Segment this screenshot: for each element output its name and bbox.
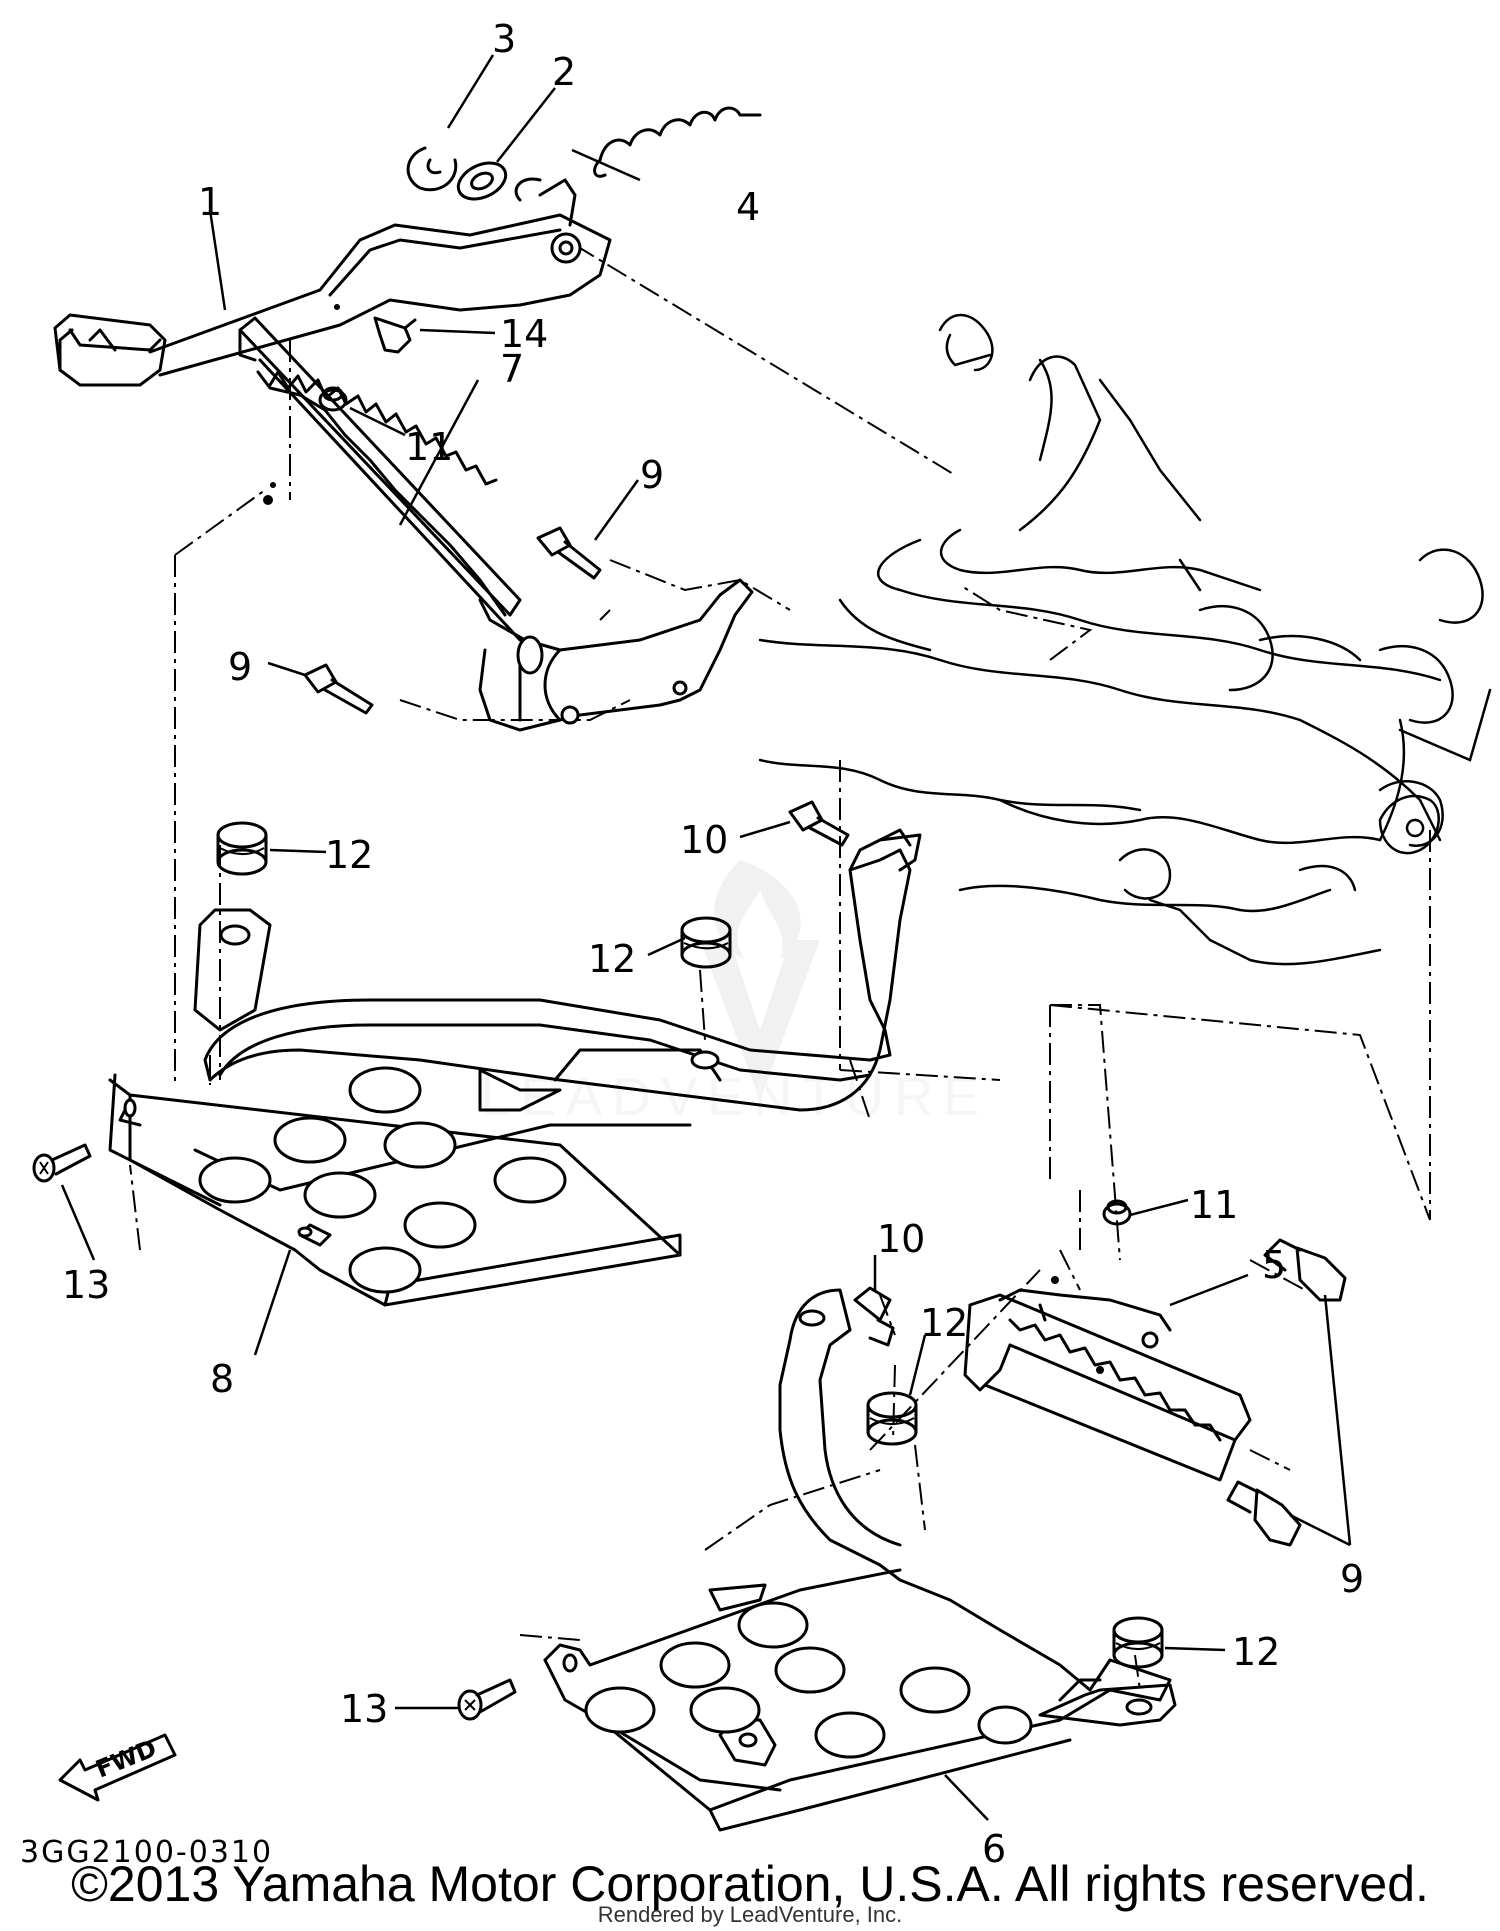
callout-13-lower: 13 [340,1687,388,1731]
bolt-9-lower-lower [1226,1480,1302,1547]
callout-4: 4 [736,185,760,229]
copyright-notice: ©2013 Yamaha Motor Corporation, U.S.A. A… [71,1856,1429,1912]
grommet-12-b [680,916,732,969]
top-hardware [373,106,762,354]
diagram-code: 3GG2100-0310 [20,1835,273,1870]
callout-8: 8 [210,1357,234,1401]
callout-10-upper: 10 [680,818,728,862]
left-footrest-bracket [238,316,754,732]
callout-11-lower: 11 [1190,1183,1238,1227]
rendered-by-notice: Rendered by LeadVenture, Inc. [597,1902,903,1927]
callout-3: 3 [492,17,516,61]
watermark-text: LEADVENTURE [480,1067,989,1127]
brake-pedal [53,177,612,387]
nut-11-upper [318,386,348,412]
callout-12-d: 12 [1232,1630,1280,1674]
right-footrest [963,1276,1252,1482]
bolt-13-left [32,1143,92,1183]
right-step-plate [543,1288,1177,1832]
callout-labels: 3 2 4 1 14 11 7 9 9 12 10 12 13 8 11 5 1… [62,17,1364,1871]
callout-2: 2 [552,50,576,94]
bolt-10-upper [788,800,850,847]
callout-9-left: 9 [228,645,252,689]
callout-9-upper: 9 [640,453,664,497]
callout-14: 14 [500,312,548,356]
frame-outline [758,313,1492,966]
bolt-9-lower-upper [1263,1238,1347,1302]
grommet-12-a [216,821,268,876]
callout-12-a: 12 [325,833,373,877]
bolt-9-left [303,663,374,715]
assembly-lines [129,244,1431,1691]
callout-12-b: 12 [588,937,636,981]
left-step-plate [108,828,922,1307]
fwd-arrow: FWD [58,1733,177,1802]
callout-7: 7 [500,347,524,391]
callout-1: 1 [198,180,222,224]
bolt-13-lower [457,1678,517,1721]
callout-11-upper: 11 [405,425,453,469]
grommet-12-c [866,1391,918,1446]
callout-13-left: 13 [62,1263,110,1307]
watermark-logo: LEADVENTURE [480,860,989,1127]
callout-12-c: 12 [920,1301,968,1345]
bolt-10-lower [853,1286,895,1347]
callout-9-lower: 9 [1340,1557,1364,1601]
callout-10-lower: 10 [877,1217,925,1261]
bolt-9-upper [536,526,602,580]
callout-6: 6 [982,1827,1006,1871]
callout-5: 5 [1262,1243,1286,1287]
grommet-12-d [1112,1616,1164,1669]
callout-leaders [60,54,1352,1821]
